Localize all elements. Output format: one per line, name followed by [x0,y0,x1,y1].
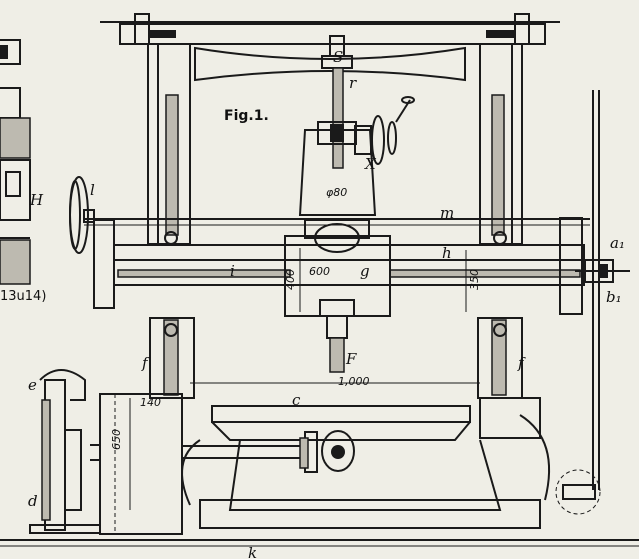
right-column [477,43,523,399]
label-i: i [230,262,235,280]
label-l: l [90,181,95,199]
label-e: e [28,376,37,394]
side-figure [0,39,31,285]
top-crossbeam [100,13,560,82]
dim-350: 350 [468,269,481,290]
side-note: 13u14) [0,289,46,304]
label-d: d [28,492,38,510]
label-a1: a₁ [610,234,625,252]
label-m: m [440,204,454,222]
vertical-spindle [298,35,377,373]
machine-base [181,397,551,529]
label-r: r [349,74,357,92]
label-k: k [248,544,257,559]
label-s: S [333,48,343,66]
dim-80: φ80 [326,186,347,199]
label-c: c [292,391,301,409]
label-f-cap: F [345,350,357,368]
label-h-cap: H [29,191,44,209]
dimension-lines [129,248,480,510]
dim-650: 650 [110,429,123,450]
cross-rail [84,217,590,317]
label-b1: b₁ [606,288,622,306]
label-f-right: f [517,354,526,372]
left-column [147,43,195,399]
right-drive-shaft [555,90,630,515]
figure-title: Fig.1. [224,108,269,124]
dim-600: 600 [309,265,330,278]
label-f-left: f [141,354,150,372]
floor-hatching [0,539,639,547]
label-g: g [360,262,370,280]
label-h: h [442,244,452,262]
label-x: X [364,155,377,173]
dim-400: 400 [284,269,297,290]
side-gear-housing [29,369,300,535]
pulley [69,176,95,254]
dim-140: 140 [140,396,161,409]
feed-mechanism [354,96,415,165]
dim-1000: 1,000 [338,375,370,388]
